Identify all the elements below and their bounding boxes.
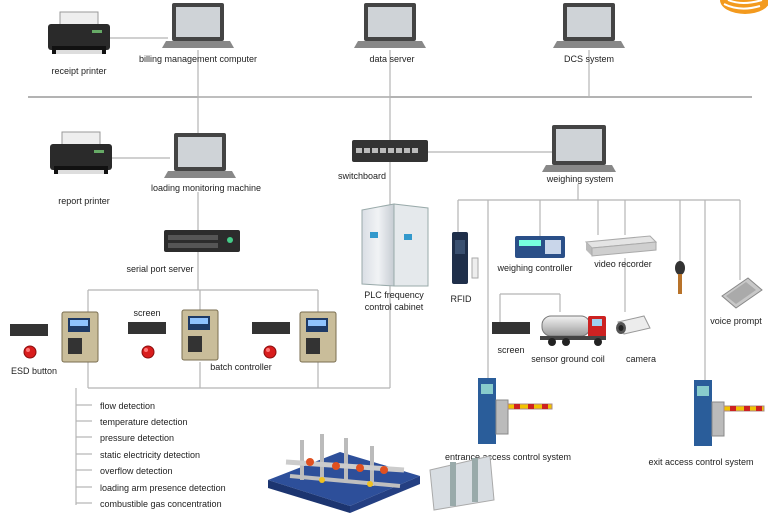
weighing-controller-label: weighing controller [496,263,572,273]
loading-monitor-icon [164,133,236,178]
batch-controller-icon [181,309,219,361]
serial-port-server-label: serial port server [126,264,193,274]
exit-gate-icon [694,380,765,446]
switchboard-label: switchboard [338,171,386,181]
screen-display-icon [252,322,290,334]
serial-port-server-icon [164,230,240,252]
screen-top-label: screen [133,308,160,318]
camera-icon [616,315,651,335]
camera-label: camera [626,354,656,364]
plc-cabinet-label-line1: PLC frequency [364,290,424,300]
detection-item: combustible gas concentration [100,499,222,509]
screen-display-icon [492,322,530,334]
microphone-icon [675,261,685,294]
esd-button-icon [263,345,277,359]
detection-item: pressure detection [100,433,174,443]
esd-button-icon [141,345,155,359]
tanker-truck-icon [540,315,606,346]
weighing-system-icon [542,125,616,172]
detection-item: flow detection [100,401,155,411]
receipt-printer-icon [48,11,110,54]
esd-button-label: ESD button [11,366,57,376]
detection-item: temperature detection [100,417,188,427]
batch-controller-icon [61,311,99,363]
report-printer-icon [50,131,112,174]
loading-skid-icon [268,434,495,513]
batch-controller-label: batch controller [210,362,272,372]
billing-computer-icon [162,3,234,48]
connection-lines [28,37,752,505]
dcs-system-icon [553,3,625,48]
corner-logo-icon [720,0,768,14]
entrance-access-label: entrance access control system [445,452,571,462]
video-recorder-label: video recorder [594,259,652,269]
receipt-printer-label: receipt printer [51,66,106,76]
data-server-icon [354,3,426,48]
loading-monitor-label: loading monitoring machine [151,183,261,193]
detection-item: loading arm presence detection [100,483,226,493]
billing-computer-label: billing management computer [139,54,257,64]
voice-prompt-label: voice prompt [710,316,762,326]
screen-bottom-label: screen [497,345,524,355]
data-server-label: data server [369,54,414,64]
detection-list: flow detection temperature detection pre… [100,401,226,509]
switchboard-icon [352,140,428,162]
exit-access-label: exit access control system [648,457,753,467]
report-printer-label: report printer [58,196,110,206]
video-recorder-icon [584,235,658,257]
screen-display-icon [10,324,48,336]
sensor-ground-coil-label: sensor ground coil [531,354,605,364]
detection-item: overflow detection [100,466,173,476]
dcs-system-label: DCS system [564,54,614,64]
weighing-system-label: weighing system [546,174,614,184]
screen-display-icon [128,322,166,334]
detection-item: static electricity detection [100,450,200,460]
batch-controller-icon [299,311,337,363]
voice-prompt-icon [721,277,763,309]
rfid-icon [452,232,479,284]
rfid-label: RFID [451,294,472,304]
weighing-controller-icon [515,236,565,258]
esd-button-icon [23,345,37,359]
plc-cabinet-label-line2: control cabinet [365,302,424,312]
plc-cabinet-icon [361,203,429,287]
entrance-gate-icon [478,378,553,444]
